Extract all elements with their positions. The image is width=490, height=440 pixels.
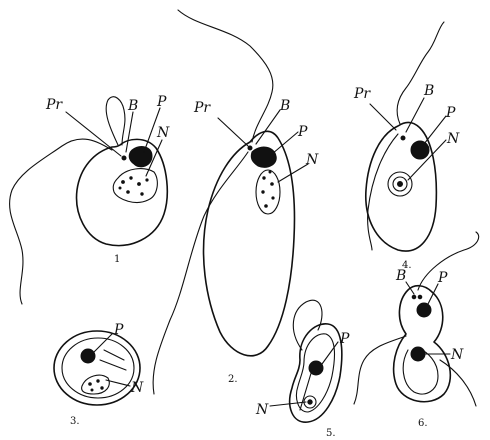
cell-2-label-pr: Pr	[193, 100, 211, 116]
cell-4-b-leader	[406, 98, 424, 132]
cell-1-nucleus	[113, 169, 157, 203]
cell-1-number: 1	[114, 254, 120, 265]
cell-5-label-n: N	[255, 402, 269, 418]
cell-1-label-pr: Pr	[45, 97, 63, 113]
cell-1-long-flagellum	[10, 139, 112, 304]
cell-2-parabasal	[251, 147, 276, 167]
cell-2-nucleus-granule	[263, 177, 265, 179]
cell-2-label-p: P	[297, 124, 308, 140]
cell-6-blepharoplast	[418, 295, 422, 299]
cell-1-nucleus-granule	[146, 179, 148, 181]
cell-1-nucleus-granule	[130, 177, 132, 179]
cell-3-nucleus	[82, 375, 110, 394]
cell-2-label-b: B	[279, 98, 290, 114]
cell-2-body	[204, 131, 295, 355]
cell-6-number: 6.	[418, 418, 428, 429]
cell-3-p-leader	[92, 334, 112, 354]
cell-3: P N 3.	[54, 322, 144, 427]
cell-3-nucleus-granule	[101, 387, 103, 389]
cell-6-label-p: P	[437, 270, 448, 286]
cell-4: Pr B P N 4.	[353, 22, 460, 271]
cell-2-nucleus	[256, 170, 280, 214]
cell-6-b-leader	[406, 282, 414, 294]
cell-1-nucleus-granule	[138, 183, 141, 186]
cell-4-p-leader	[424, 116, 446, 144]
cell-4-label-pr: Pr	[353, 86, 371, 102]
cell-3-axostyle-line	[104, 350, 124, 360]
cell-2-b-leader	[256, 110, 280, 144]
cell-4-flagellum	[397, 22, 444, 124]
cell-6-lower-flagellum	[440, 360, 476, 406]
cell-2-nucleus-granule	[265, 205, 268, 208]
cell-3-nucleus-granule	[91, 389, 93, 391]
cell-6-daughter-nucleus	[411, 347, 425, 361]
cell-2-flagellum	[178, 10, 273, 142]
cell-4-parabasal	[411, 141, 429, 159]
cell-4-label-b: B	[423, 83, 434, 99]
cell-1-nucleus-granule	[127, 191, 130, 194]
cell-2-nucleus-granule	[262, 191, 264, 193]
cell-6: B P N 6.	[354, 232, 479, 429]
cell-4-label-p: P	[445, 105, 456, 121]
cell-2-number: 2.	[228, 374, 238, 385]
cell-3-nucleus-granule	[97, 380, 99, 382]
cell-5-p-leader	[322, 342, 338, 364]
cell-2-nucleus-granule	[271, 183, 274, 186]
cell-1-flagellum	[106, 97, 125, 145]
cell-1-label-n: N	[156, 125, 170, 141]
cell-4-nucleolus	[398, 182, 403, 187]
cell-5-nucleolus	[308, 400, 312, 404]
cell-3-parabasal	[81, 349, 95, 363]
cell-6-p-leader	[428, 284, 438, 304]
cell-2-nucleus-granule	[272, 197, 274, 199]
cell-2-blepharoplast	[248, 146, 252, 150]
cell-2-label-n: N	[305, 152, 319, 168]
cell-1-nucleus-granule	[122, 181, 125, 184]
cell-1-label-p: P	[156, 94, 167, 110]
cell-4-label-n: N	[446, 131, 460, 147]
cell-6-label-n: N	[450, 347, 464, 363]
cell-1-nucleus-granule	[141, 193, 143, 195]
cell-5: P N 5.	[255, 300, 350, 439]
cell-2: Pr B P N 2.	[153, 10, 319, 394]
cell-1-nucleus-granule	[119, 187, 121, 189]
cell-1-b-leader	[126, 112, 133, 152]
cell-5-label-p: P	[339, 331, 350, 347]
cell-6-label-b: B	[395, 268, 406, 284]
cell-6-blepharoplast	[412, 295, 416, 299]
cell-2-pr-leader	[218, 118, 248, 146]
cell-1-blepharoplast	[122, 156, 126, 160]
cell-2-n-leader	[278, 164, 308, 182]
cell-1-body	[77, 139, 168, 245]
cell-5-number: 5.	[326, 428, 336, 439]
cell-2-nucleus-granule	[269, 171, 271, 173]
cell-1: Pr B P N 1	[10, 94, 170, 304]
cell-3-nucleus-granule	[89, 383, 92, 386]
cell-3-label-n: N	[130, 380, 144, 396]
cell-6-parabasal	[417, 303, 431, 317]
cell-3-inner-wall	[62, 338, 134, 398]
cell-3-label-p: P	[113, 322, 124, 338]
cell-3-number: 3.	[70, 416, 80, 427]
cell-3-axostyle-line	[100, 360, 126, 370]
cell-6-flagellum	[418, 232, 479, 290]
cell-1-label-b: B	[127, 98, 138, 114]
cell-4-long-flagellum	[368, 134, 398, 250]
cell-4-pr-leader	[370, 104, 396, 130]
cell-1-parabasal	[129, 147, 152, 167]
cell-4-blepharoplast	[401, 136, 405, 140]
cell-5-n-leader	[270, 402, 306, 406]
